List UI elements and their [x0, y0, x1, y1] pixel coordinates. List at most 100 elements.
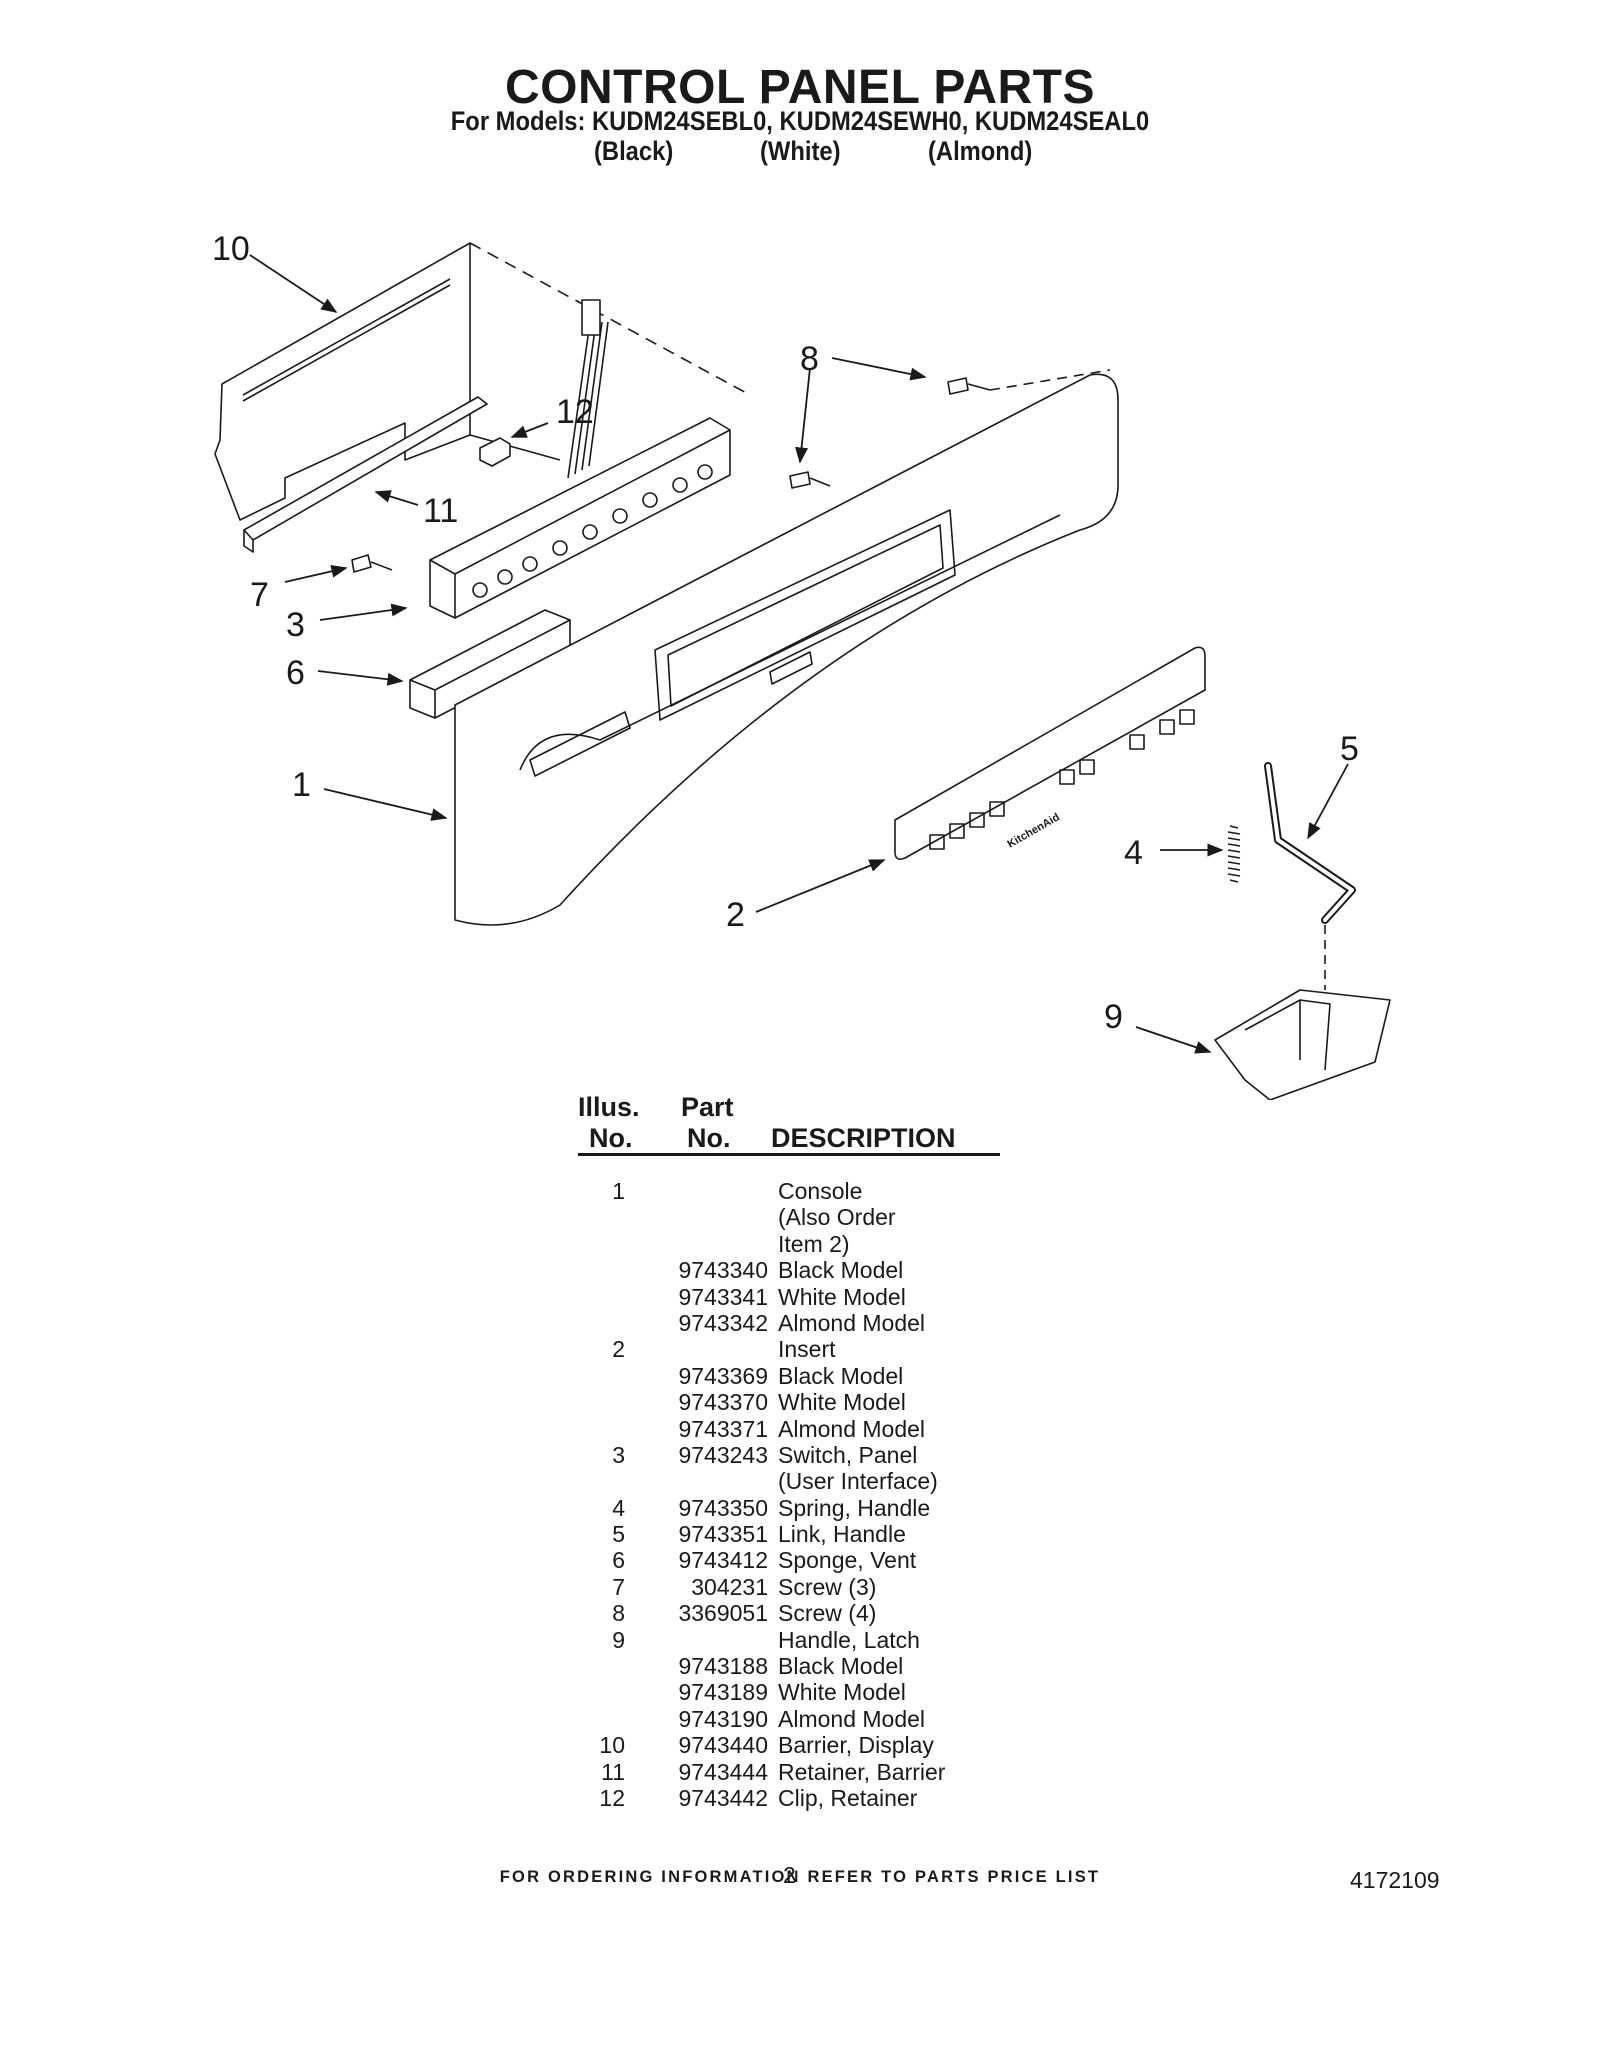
part-description: Console [778, 1178, 863, 1204]
table-row: 6 9743412 Sponge, Vent [560, 1547, 1020, 1573]
part-description: Almond Model [778, 1705, 926, 1732]
callout-9: 9 [1104, 998, 1123, 1036]
part-description: Handle, Latch [778, 1626, 920, 1653]
part-number: 9743243 [678, 1441, 768, 1468]
part-number: 304231 [691, 1573, 768, 1600]
exploded-parts-diagram: KitchenAid 10 8 12 11 7 3 6 1 5 4 2 9 [212, 230, 1391, 1100]
table-row: 3 9743243 Switch, Panel [560, 1442, 1020, 1468]
link-handle-part [1264, 762, 1356, 990]
part-description: (User Interface) [778, 1468, 938, 1495]
part-number: 9743440 [678, 1732, 768, 1759]
part-number: 9743342 [678, 1309, 768, 1336]
part-number: 9743341 [678, 1283, 768, 1310]
callout-1: 1 [292, 766, 311, 804]
part-number: 9743412 [678, 1547, 768, 1574]
header-rule [578, 1153, 1000, 1156]
table-row: 10 9743440 Barrier, Display [560, 1732, 1020, 1758]
callout-10: 10 [212, 230, 250, 268]
table-row: 9 Handle, Latch [560, 1627, 1020, 1653]
part-description: Sponge, Vent [778, 1547, 917, 1574]
ordering-note: FOR ORDERING INFORMATION REFER TO PARTS … [499, 1868, 1101, 1886]
part-number: 9743442 [678, 1784, 768, 1811]
table-row: 8 3369051 Screw (4) [560, 1600, 1020, 1626]
callout-12: 12 [556, 393, 594, 431]
part-number: 9743369 [678, 1362, 768, 1389]
col-part-header-2: No. [687, 1123, 731, 1153]
col-illus-header-1: Illus. [578, 1092, 640, 1122]
spring-handle-part [1227, 825, 1241, 883]
table-row: 1 Console [560, 1178, 1020, 1204]
part-description: Black Model [778, 1653, 904, 1680]
part-description: Link, Handle [778, 1521, 906, 1548]
table-row: 9743340 Black Model [560, 1257, 1020, 1283]
screw-8-part [789, 369, 1111, 489]
callout-5: 5 [1340, 730, 1359, 768]
part-number: 9743350 [678, 1494, 768, 1521]
part-number: 9743189 [678, 1679, 768, 1706]
illus-number: 5 [612, 1521, 625, 1548]
callout-arrows [249, 254, 1349, 1054]
variant-almond: (Almond) [928, 136, 1033, 166]
part-description: White Model [778, 1389, 906, 1416]
part-number: 9743371 [678, 1415, 768, 1442]
table-row: (User Interface) [560, 1468, 1020, 1494]
illus-number: 11 [601, 1758, 625, 1785]
table-row: 9743370 White Model [560, 1389, 1020, 1415]
col-description-header: DESCRIPTION [771, 1123, 956, 1153]
part-number: 9743351 [678, 1521, 768, 1548]
part-description: Black Model [778, 1257, 904, 1284]
illus-number: 4 [612, 1494, 625, 1521]
callout-3: 3 [286, 606, 305, 644]
switch-panel-part [429, 299, 731, 619]
model-list: For Models: KUDM24SEBL0, KUDM24SEWH0, KU… [450, 106, 1150, 136]
part-description: (Also Order [778, 1204, 896, 1231]
table-row: 9743190 Almond Model [560, 1706, 1020, 1732]
table-row: 4 9743350 Spring, Handle [560, 1495, 1020, 1521]
illus-number: 1 [612, 1178, 625, 1204]
illus-number: 9 [612, 1626, 625, 1653]
part-description: Item 2) [778, 1230, 850, 1257]
part-number: 3369051 [678, 1600, 768, 1627]
table-row: 9743369 Black Model [560, 1363, 1020, 1389]
part-number: 9743188 [678, 1653, 768, 1680]
part-description: White Model [778, 1679, 906, 1706]
illus-number: 10 [599, 1732, 625, 1759]
retainer-barrier-part [243, 396, 488, 553]
part-number: 9743370 [678, 1389, 768, 1416]
callout-2: 2 [726, 896, 745, 934]
part-description: Switch, Panel [778, 1441, 918, 1468]
table-row: 9743188 Black Model [560, 1653, 1020, 1679]
part-number: 9743340 [678, 1257, 768, 1284]
document-number: 4172109 [1350, 1867, 1440, 1893]
table-row: Item 2) [560, 1231, 1020, 1257]
part-description: Screw (4) [778, 1600, 877, 1627]
col-part-header-1: Part [681, 1092, 734, 1122]
part-number: 9743444 [678, 1758, 768, 1785]
part-number: 9743190 [678, 1705, 768, 1732]
table-row: 9743342 Almond Model [560, 1310, 1020, 1336]
table-row: 11 9743444 Retainer, Barrier [560, 1759, 1020, 1785]
illus-number: 3 [612, 1441, 625, 1468]
insert-panel-part [894, 646, 1206, 860]
part-description: Barrier, Display [778, 1732, 934, 1759]
part-description: Insert [778, 1336, 836, 1363]
handle-latch-part [1214, 989, 1391, 1100]
part-description: Spring, Handle [778, 1494, 931, 1521]
variant-white: (White) [760, 136, 841, 166]
illus-number: 8 [612, 1600, 625, 1627]
table-row: (Also Order [560, 1204, 1020, 1230]
screw-7-part [351, 554, 393, 573]
part-description: Almond Model [778, 1309, 926, 1336]
part-description: Black Model [778, 1362, 904, 1389]
part-description: Retainer, Barrier [778, 1758, 946, 1785]
callout-4: 4 [1124, 834, 1143, 872]
part-description: Screw (3) [778, 1573, 877, 1600]
illus-number: 6 [612, 1547, 625, 1574]
insert-brand-text: KitchenAid [1006, 811, 1062, 850]
callout-11: 11 [423, 492, 458, 530]
